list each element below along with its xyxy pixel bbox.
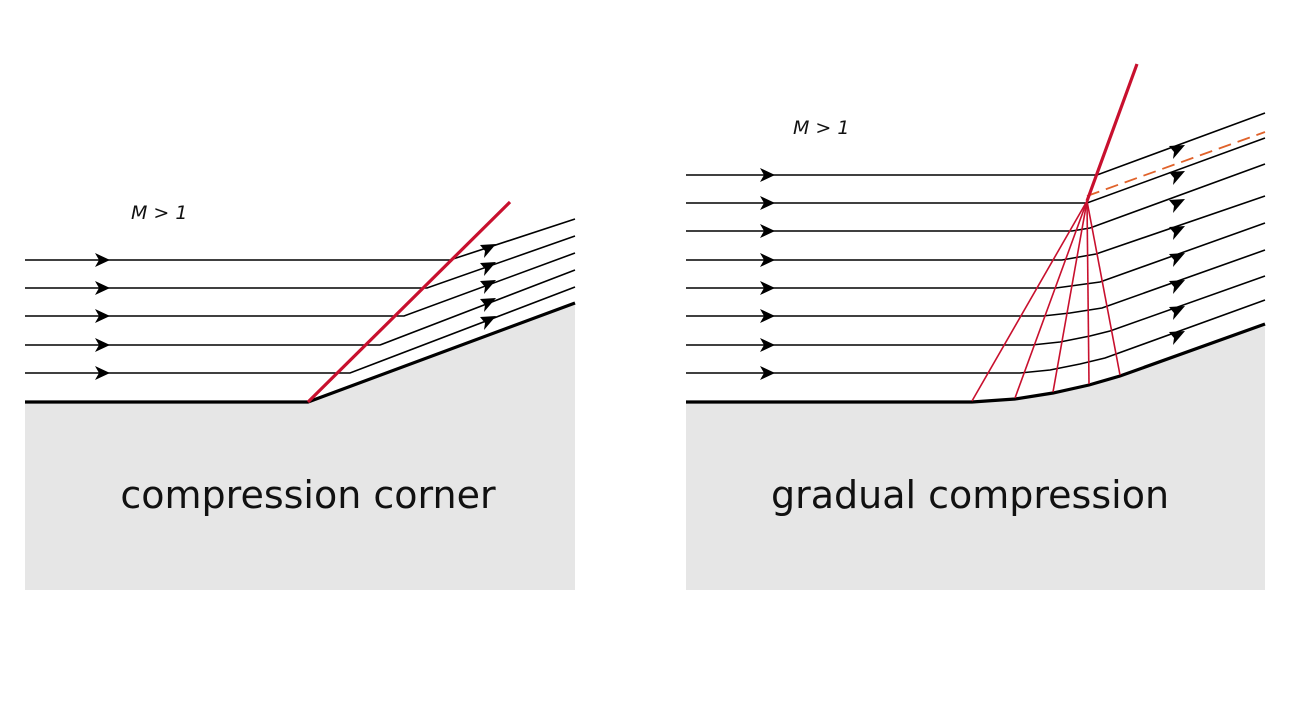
- flow-arrow-icon: [95, 253, 110, 267]
- streamline: [25, 252, 576, 317]
- flow-arrow-icon: [95, 309, 110, 323]
- compression-waves: [971, 200, 1121, 402]
- streamline: [25, 286, 576, 374]
- flow-arrow-icon: [480, 316, 496, 330]
- compression-wave: [1086, 200, 1121, 376]
- flow-arrow-icon: [1169, 306, 1185, 320]
- streamline: [686, 163, 1266, 232]
- flow-arrow-icon: [760, 366, 775, 380]
- panel-caption: gradual compression: [771, 473, 1169, 517]
- flow-arrow-icon: [760, 338, 775, 352]
- compression-wave: [1086, 200, 1090, 385]
- flow-arrow-icon: [1169, 145, 1185, 159]
- flow-arrow-icon: [95, 338, 110, 352]
- compression-wave: [1014, 200, 1088, 399]
- flow-arrow-icon: [95, 366, 110, 380]
- flow-arrow-icon: [480, 244, 496, 258]
- flow-arrow-icon: [1169, 280, 1185, 294]
- flow-arrow-icon: [1169, 199, 1185, 213]
- flow-arrow-icon: [480, 298, 496, 312]
- flow-arrow-icon: [1169, 226, 1185, 240]
- streamline: [686, 195, 1266, 261]
- wall-body-left: [25, 303, 575, 590]
- flow-arrow-icon: [1169, 171, 1185, 185]
- flow-arrow-icon: [760, 281, 775, 295]
- flow-arrow-icon: [1169, 331, 1185, 345]
- streamline: [686, 299, 1266, 374]
- wall-body-right: [686, 324, 1265, 590]
- streamlines-right: [686, 112, 1266, 374]
- flow-arrow-icon: [760, 253, 775, 267]
- streamline: [686, 275, 1266, 346]
- panel-gradual-compression: M > 1 gradual compression: [686, 63, 1266, 590]
- streamline: [686, 112, 1266, 176]
- compression-wave: [1052, 200, 1088, 393]
- slip-line: [1086, 131, 1266, 197]
- flow-arrow-icon: [760, 224, 775, 238]
- flow-arrows-left: [95, 244, 496, 380]
- panel-caption: compression corner: [120, 473, 496, 517]
- streamline: [686, 249, 1266, 317]
- flow-arrow-icon: [760, 196, 775, 210]
- flow-arrow-icon: [480, 262, 496, 276]
- panel-compression-corner: M > 1 compression corner: [25, 200, 576, 590]
- flow-arrow-icon: [480, 280, 496, 294]
- flow-arrows-right: [760, 145, 1185, 380]
- compression-wave: [971, 200, 1088, 402]
- flow-arrow-icon: [760, 309, 775, 323]
- streamline: [25, 218, 576, 261]
- streamline: [25, 269, 576, 346]
- flow-arrow-icon: [95, 281, 110, 295]
- mach-number-label: M > 1: [793, 117, 849, 139]
- flow-arrow-icon: [760, 168, 775, 182]
- mach-number-label: M > 1: [131, 202, 187, 224]
- oblique-shock-line: [306, 200, 512, 404]
- streamline: [25, 235, 576, 289]
- flow-arrow-icon: [1169, 253, 1185, 267]
- oblique-shock-line: [1085, 63, 1139, 202]
- streamline: [686, 222, 1266, 289]
- streamlines-left: [25, 218, 576, 374]
- wall-surface-right: [686, 322, 1266, 404]
